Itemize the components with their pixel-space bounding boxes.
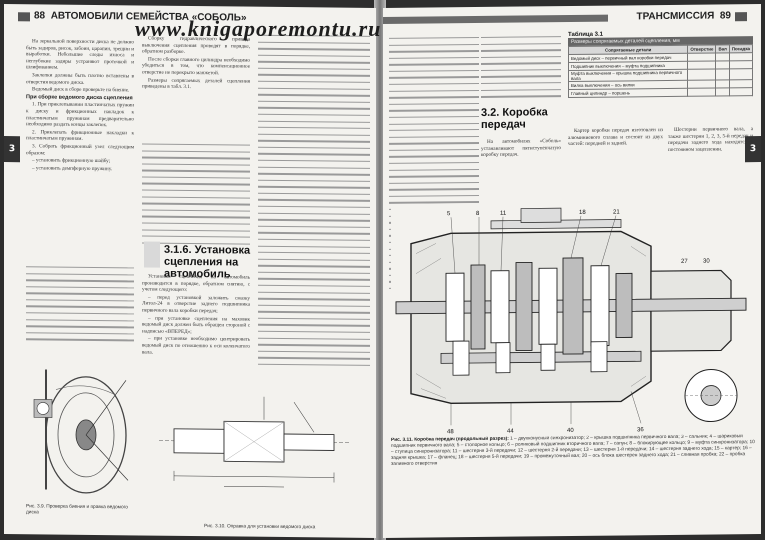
paragraph: – при установке необходимо центрировать … [142, 335, 250, 356]
svg-text:48: 48 [447, 429, 454, 435]
paragraph: На автомобилях «Соболь» устанавливают пя… [481, 138, 561, 159]
paragraph: Размеры сопрягаемых деталей сцепления пр… [142, 77, 250, 91]
paragraph: – перед установкой заложить смазку Литол… [142, 294, 250, 315]
table-row: Главный цилиндр – поршень [568, 87, 753, 98]
paragraph: Ведомый диск в сборе проверьте на биение… [32, 86, 130, 94]
svg-text:36: 36 [637, 427, 644, 433]
paragraph: – при установке сцепления на маховик вед… [142, 315, 250, 335]
svg-text:40: 40 [567, 428, 574, 434]
paragraph: – установить фрикционную шайбу; [32, 157, 111, 165]
text-column: Картер коробки передач изготовлен из алю… [568, 127, 663, 198]
section-number: 3.2. [481, 106, 500, 119]
table-header: Посадка [729, 44, 753, 53]
left-page-number: 88 [34, 10, 46, 22]
text-lines [481, 36, 561, 103]
header-marker [18, 12, 30, 22]
text-column: На автомобилях «Соболь» устанавливают пя… [481, 138, 561, 199]
paragraph: 2. Приклепать фрикционные накладки к пла… [26, 129, 134, 143]
right-page: ТРАНСМИССИЯ 89 3 3.2. Коробка передач На… [383, 4, 761, 538]
subsection-heading: При сборке ведомого диска сцепления [26, 94, 133, 102]
paragraph: Картер коробки передач изготовлен из алю… [568, 127, 663, 148]
paragraph: На зеркальной поверхности диска не должн… [26, 38, 134, 71]
section-heading: 3.2. Коробка передач [481, 106, 561, 131]
right-page-number: 89 [719, 10, 731, 22]
paragraph: Заклепки должны быть плотно вставлены в … [26, 72, 134, 86]
text-lines [258, 34, 370, 372]
svg-text:30: 30 [703, 259, 710, 265]
paragraph: После сборки главного цилиндра необходим… [142, 56, 250, 77]
figure-caption: Рис. 3.9. Проверка биения и правка ведом… [26, 504, 128, 516]
figure-caption: Рис. 3.10. Оправка для установки ведомог… [204, 524, 316, 531]
svg-text:21: 21 [613, 209, 620, 215]
text-column-2b: Установка сцепления на автомобиль произв… [142, 273, 250, 384]
paragraph: Установка сцепления на автомобиль произв… [142, 273, 250, 294]
text-lines [26, 266, 134, 346]
figure-caption: Рис. 3.11. Коробка передач (продольный р… [391, 434, 755, 534]
spec-table: Сопрягаемые детали Отверстие Вал Посадка… [568, 44, 753, 98]
paragraph: 1. При приклепывании пластинчатых пружин… [26, 101, 134, 129]
spec-table-block: Таблица 3.1 Размеры сопрягаемых деталей … [568, 30, 753, 98]
svg-text:44: 44 [507, 429, 514, 435]
section-number: 3.1.6. [164, 243, 192, 257]
svg-text:18: 18 [579, 210, 586, 216]
header-marker [735, 12, 747, 22]
svg-text:27: 27 [681, 259, 688, 265]
svg-text:11: 11 [500, 211, 507, 217]
gearbox-cross-section-figure: 5 8 11 18 21 48 44 40 36 27 30 [391, 200, 755, 436]
text-lines [142, 143, 250, 249]
paragraph: 3. Собрать фрикционный узел следующим об… [26, 143, 134, 156]
figure-mandrel [159, 396, 349, 488]
left-page: 88 АВТОМОБИЛИ СЕМЕЙСТВА «СОБОЛЬ» 3 На зе… [4, 4, 376, 538]
table-header: Вал [715, 44, 730, 53]
watermark-text: www.knigaporemontu.ru [135, 16, 382, 41]
header-bar [383, 14, 608, 24]
chapter-tab: 3 [4, 136, 20, 163]
paragraph: – установить демпферную пружину. [32, 165, 113, 172]
right-page-header: ТРАНСМИССИЯ 89 [637, 10, 731, 25]
text-column: Шестерни первичного вала, а также шестер… [668, 126, 753, 197]
figure-disc-runout [33, 369, 129, 494]
right-page-title: ТРАНСМИССИЯ [636, 10, 715, 23]
table-cell: Главный цилиндр – поршень [568, 88, 688, 98]
paragraph: Шестерни первичного вала, а также шестер… [668, 126, 753, 153]
svg-text:8: 8 [476, 211, 480, 217]
section-marker [144, 241, 160, 268]
text-column-1: На зеркальной поверхности диска не должн… [26, 38, 134, 264]
svg-text:5: 5 [447, 211, 451, 217]
